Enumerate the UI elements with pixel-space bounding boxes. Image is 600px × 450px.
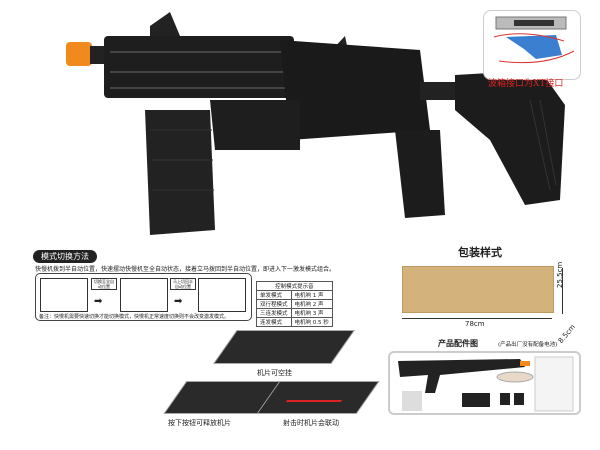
table-row: 双行程模式电机响 2 声 xyxy=(256,299,333,309)
gearbox-image xyxy=(493,16,575,64)
length-line xyxy=(402,318,552,319)
selector-semi-icon xyxy=(198,278,246,312)
arrow-icon: ➡ xyxy=(94,296,103,307)
gearbox-inset xyxy=(483,10,581,80)
package-length: 78cm xyxy=(465,320,485,328)
step1-label: 切换至全自动位置 xyxy=(91,278,117,290)
package-box xyxy=(402,266,554,313)
cycle-arrow-icon xyxy=(285,400,343,402)
accessories-note: (产品出厂没有配备电池) xyxy=(498,342,558,348)
gearbox-caption: 波箱接口为XT接口 xyxy=(488,79,564,89)
package-depth: 8.5cm xyxy=(556,323,577,345)
step2-label: 马上切回半自动位置 xyxy=(170,278,196,290)
closeup-bolt-hold xyxy=(213,330,355,364)
accessories-panel xyxy=(388,351,581,415)
arrow-icon: ➡ xyxy=(174,296,183,307)
magazine xyxy=(145,110,215,235)
closeup-caption-2: 按下按钮可释放机片 xyxy=(168,419,231,427)
table-row: 单发模式电机响 1 声 xyxy=(256,290,333,300)
package-height: 25.5cm xyxy=(556,261,564,288)
table-header: 控制模式提示音 xyxy=(256,281,333,291)
muzzle-tip xyxy=(66,42,92,66)
selector-auto-icon xyxy=(120,278,168,312)
table-row: 三连发模式电机响 3 声 xyxy=(256,308,333,318)
package-title: 包装样式 xyxy=(458,246,502,259)
mode-note: 备注：快慢机需要快速切换才能切换模式，快慢机正常速度切换则不会改变激发模式。 xyxy=(39,314,230,320)
mode-tone-table: 控制模式提示音 单发模式电机响 1 声 双行程模式电机响 2 声 三连发模式电机… xyxy=(256,281,333,327)
rifle-image xyxy=(66,12,565,235)
stock xyxy=(455,70,565,205)
accessories-title: 产品配件图 xyxy=(438,339,478,348)
table-row: 连发模式电机响 0.5 秒 xyxy=(256,317,333,327)
closeup-caption-3: 射击时机片会联动 xyxy=(283,419,339,427)
closeup-caption-1: 机片可空挂 xyxy=(257,369,292,377)
grip xyxy=(395,130,445,218)
closeup-bolt-cycle xyxy=(256,381,380,414)
height-line xyxy=(562,268,563,314)
selector-semi-icon xyxy=(40,278,88,312)
mode-switch-title: 模式切换方法 xyxy=(33,250,97,263)
mode-instruction: 快慢机拨到半自动位置，快速摆动快慢机至全自动状态，接着立马拨回到半自动位置，即进… xyxy=(35,266,336,273)
accessories-image xyxy=(398,356,574,412)
mode-diagram: 切换至全自动位置 ➡ 马上切回半自动位置 ➡ 备注：快慢机需要快速切换才能切换模… xyxy=(35,273,252,321)
